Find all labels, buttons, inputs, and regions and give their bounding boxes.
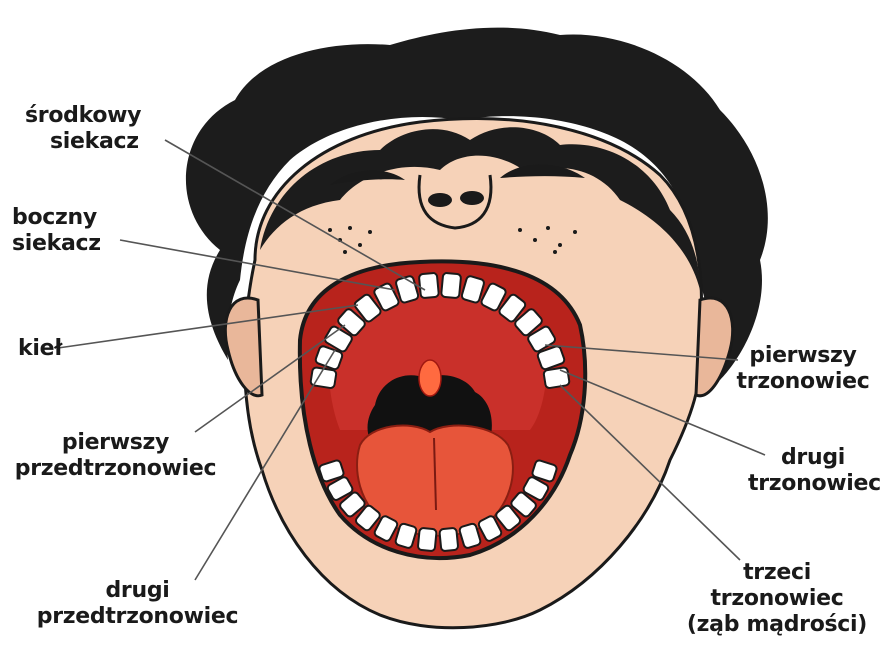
right-nostril (460, 191, 484, 205)
left-ear (225, 298, 262, 396)
freckle (546, 226, 550, 230)
freckle (368, 230, 372, 234)
label-first-molar: pierwszy trzonowiec (728, 343, 878, 395)
label-first-premolar: pierwszy przedtrzonowiec (8, 430, 223, 482)
label-second-premolar: drugi przedtrzonowiec (30, 578, 245, 630)
uvula (419, 360, 441, 396)
freckle (533, 238, 537, 242)
label-lateral-incisor: boczny siekacz (12, 205, 101, 257)
freckle (343, 250, 347, 254)
freckle (573, 230, 577, 234)
upper-tooth (543, 367, 570, 389)
label-second-molar: drugi trzonowiec (748, 445, 878, 497)
upper-tooth (441, 273, 461, 299)
lower-tooth (418, 528, 437, 552)
label-central-incisor: środkowy siekacz (25, 103, 141, 155)
freckle (518, 228, 522, 232)
freckle (328, 228, 332, 232)
upper-tooth (419, 273, 439, 299)
label-third-molar: trzeci trzonowiec (ząb mądrości) (672, 560, 882, 638)
freckle (358, 243, 362, 247)
left-nostril (428, 193, 452, 207)
freckle (558, 243, 562, 247)
lower-tooth (439, 528, 458, 552)
freckle (553, 250, 557, 254)
freckle (348, 226, 352, 230)
label-canine: kieł (18, 336, 62, 362)
